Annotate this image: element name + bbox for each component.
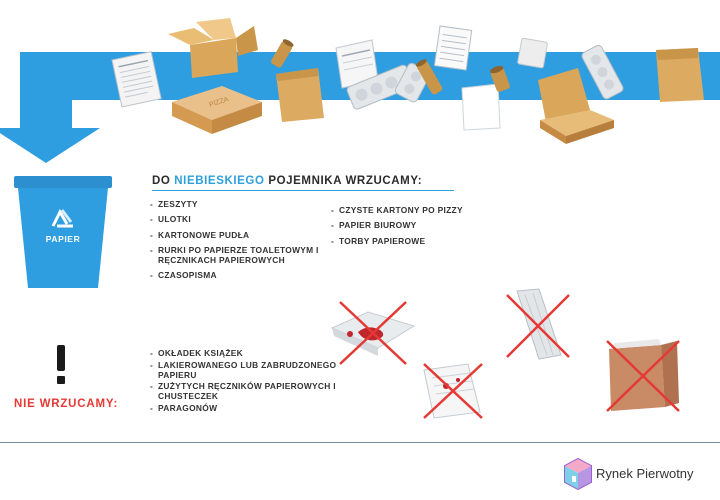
list-item: PARAGONÓW (150, 403, 355, 414)
list-item: CZYSTE KARTONY PO PIZZY (331, 205, 481, 216)
exclamation-icon (57, 345, 65, 384)
heading-highlight: NIEBIESKIEGO (174, 175, 265, 187)
pizza-box-icon (538, 68, 614, 144)
heading-suffix: POJEMNIKA WRZUCAMY: (264, 175, 423, 187)
rynek-pierwotny-logo-icon (564, 458, 592, 490)
paper-tube-icon (271, 39, 294, 68)
blue-paper-bin (14, 176, 112, 288)
crossed-dirty-food-tray (330, 301, 416, 365)
paper-bag-icon (276, 68, 324, 122)
crossed-book-cover (606, 339, 680, 412)
allowed-list-right: CZYSTE KARTONY PO PIZZY PAPIER BIUROWY T… (331, 205, 481, 252)
crossed-paper-towel (506, 288, 570, 360)
heading-underline (152, 190, 454, 191)
pizza-box-icon: PIZZA (172, 86, 262, 134)
list-item: KARTONOWE PUDŁA (150, 230, 325, 241)
logo-text: Rynek Pierwotny (596, 466, 694, 481)
recycle-icon (51, 208, 73, 228)
list-item: OKŁADEK KSIĄŻEK (150, 348, 355, 359)
not-allowed-list: OKŁADEK KSIĄŻEK LAKIEROWANEGO LUB ZABRUD… (150, 348, 355, 416)
list-item: PAPIER BIUROWY (331, 220, 481, 231)
office-paper-icon (461, 83, 501, 131)
paper-tube-icon (415, 59, 443, 95)
list-item: RURKI PO PAPIERZE TOALETOWYM I RĘCZNIKAC… (150, 245, 325, 266)
recycling-arrow-illustration: PIZZA (0, 18, 720, 163)
list-item: LAKIEROWANEGO LUB ZABRUDZONEGO PAPIERU (150, 360, 355, 381)
footer-divider (0, 442, 720, 443)
not-allowed-heading: NIE WRZUCAMY: (14, 398, 119, 410)
list-item: CZASOPISMA (150, 270, 325, 281)
cardboard-box-icon (168, 18, 258, 78)
newspaper-icon (111, 51, 162, 108)
list-item: ZUŻYTYCH RĘCZNIKÓW PAPIEROWYCH I CHUSTEC… (150, 382, 355, 402)
list-item: ULOTKI (150, 214, 325, 225)
heading-prefix: DO (152, 175, 175, 187)
magazine-icon (335, 39, 379, 89)
notebook-icon (433, 25, 473, 71)
egg-carton-icon (581, 44, 624, 100)
allowed-heading: DO NIEBIESKIEGO POJEMNIKA WRZUCAMY: (152, 175, 422, 187)
list-item: ZESZYTY (150, 199, 325, 210)
paper-bag-icon (656, 48, 704, 102)
paper-tube-icon (489, 65, 510, 92)
list-item: TORBY PAPIEROWE (331, 236, 481, 247)
bin-label: PAPIER (45, 234, 81, 244)
allowed-list-left: ZESZYTY ULOTKI KARTONOWE PUDŁA RURKI PO … (150, 199, 325, 286)
paper-bag-icon (517, 37, 548, 69)
crossed-stained-paper (423, 363, 483, 419)
